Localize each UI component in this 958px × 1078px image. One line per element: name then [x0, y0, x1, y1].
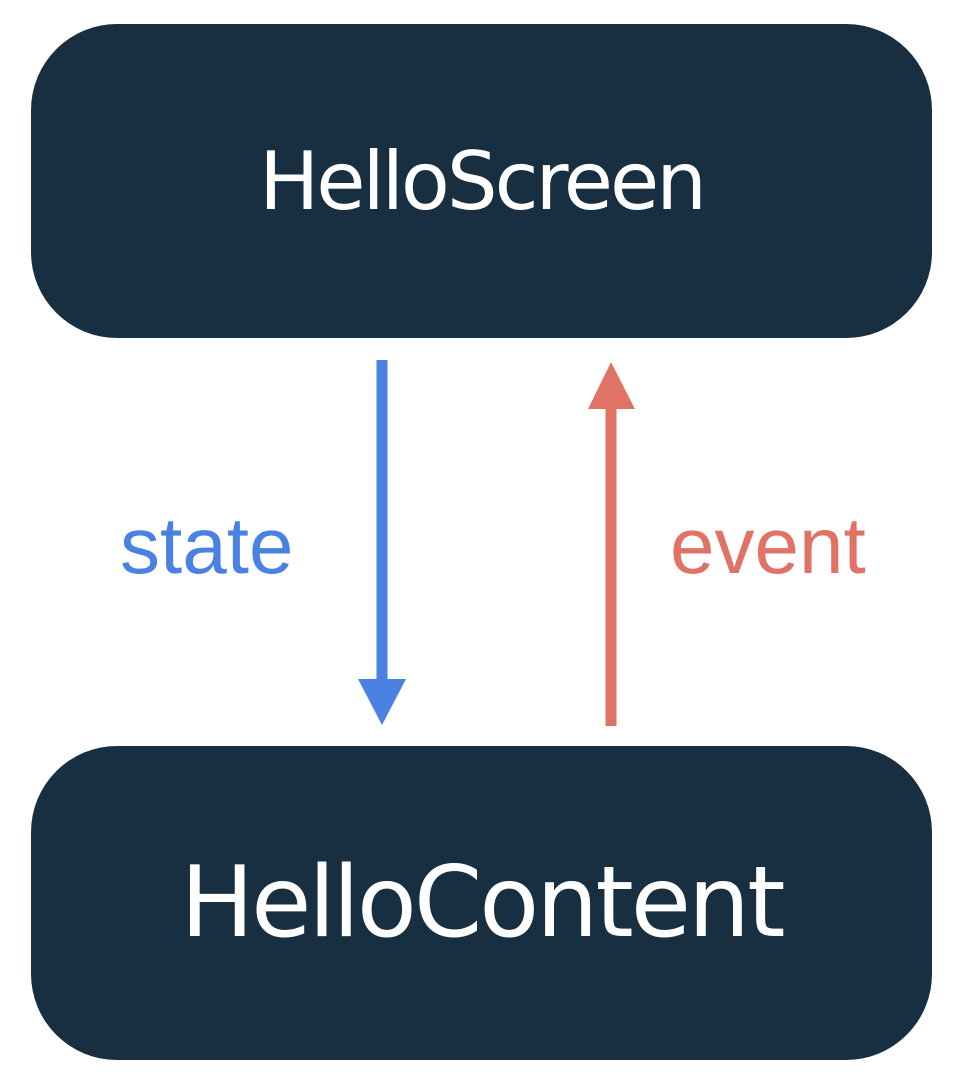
event-label: event	[670, 501, 866, 590]
hello-screen-label: HelloScreen	[259, 134, 707, 228]
event-arrowhead-icon	[588, 362, 635, 409]
hello-content-node: HelloContent	[31, 746, 932, 1060]
event-arrow	[588, 362, 635, 726]
hello-content-label: HelloContent	[180, 846, 785, 960]
state-label: state	[120, 501, 294, 590]
state-arrow	[358, 360, 406, 725]
hello-screen-node: HelloScreen	[31, 24, 932, 338]
state-arrowhead-icon	[358, 679, 406, 725]
